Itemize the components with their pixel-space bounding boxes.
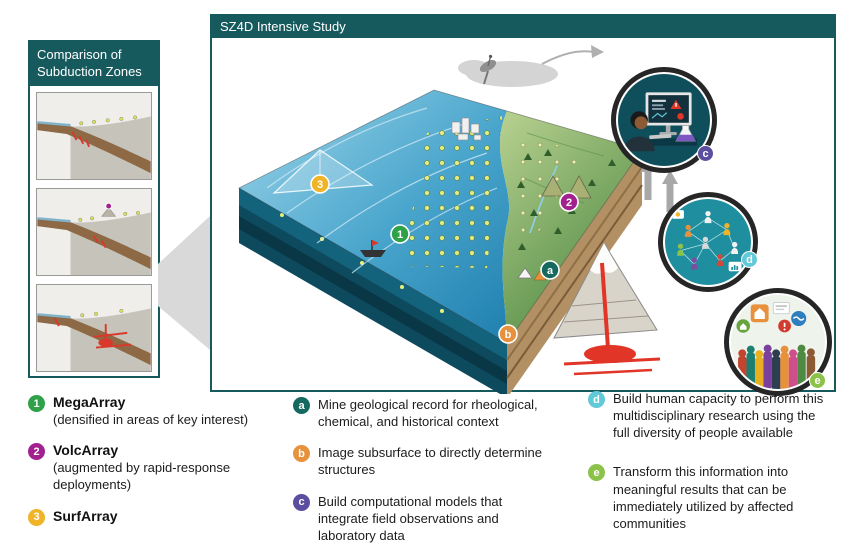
notice-card-icon bbox=[772, 302, 790, 315]
array-name: VolcArray bbox=[53, 442, 119, 459]
map-marker-surfarray: 3 bbox=[310, 174, 330, 194]
marker-b-badge: b bbox=[293, 445, 310, 463]
marker-1-badge: 1 bbox=[28, 395, 45, 412]
inset-badge-c: c bbox=[697, 145, 714, 162]
task-text: Build human capacity to perform this mul… bbox=[613, 391, 824, 441]
river bbox=[529, 165, 558, 234]
array-desc: (densified in areas of key interest) bbox=[53, 411, 249, 427]
map-marker-task-a: a bbox=[540, 260, 560, 280]
legend-item-surfarray: 3 SurfArray bbox=[28, 508, 258, 526]
shelter-badge-icon bbox=[736, 319, 750, 333]
satellite-dish-icon bbox=[458, 45, 604, 87]
ocean-surface bbox=[239, 90, 510, 343]
volcano-cones bbox=[541, 175, 592, 199]
marker-3-badge: 3 bbox=[28, 508, 45, 526]
legend-item-megaarray: 1 MegaArray (densified in areas of key i… bbox=[28, 394, 258, 428]
subduction-thumb-1 bbox=[36, 91, 152, 180]
study-panel-body: 3 1 2 a b bbox=[212, 38, 834, 396]
legend-item-volcarray: 2 VolcArray (augmented by rapid-response… bbox=[28, 442, 258, 493]
comparison-panel: Comparison of Subduction Zones bbox=[28, 40, 160, 378]
marker-2-badge: 2 bbox=[28, 443, 45, 461]
svg-text:2: 2 bbox=[566, 197, 572, 209]
legend-arrays: 1 MegaArray (densified in areas of key i… bbox=[28, 394, 258, 526]
svg-text:1: 1 bbox=[397, 229, 403, 241]
legend-item-task-a: a Mine geological record for rheological… bbox=[293, 396, 545, 430]
legend-tasks-de: d Build human capacity to perform this m… bbox=[588, 390, 826, 532]
legend-item-task-d: d Build human capacity to perform this m… bbox=[588, 390, 826, 441]
inset-badge-d: d bbox=[741, 251, 758, 268]
comparison-panel-body bbox=[30, 86, 158, 378]
ocean-crust-face bbox=[239, 188, 507, 394]
subduction-block-diagram: 3 1 2 a b bbox=[238, 45, 678, 394]
task-text: Image subsurface to directly determine s… bbox=[318, 445, 542, 478]
legend-item-task-c: c Build computational models that integr… bbox=[293, 493, 545, 544]
zoom-connector bbox=[158, 216, 210, 350]
continental-crust-face bbox=[506, 150, 643, 394]
subduction-thumb-2 bbox=[36, 187, 152, 276]
idea-bubble-icon bbox=[671, 210, 684, 219]
inset-human-capacity: d bbox=[658, 192, 758, 292]
legend-tasks-abc: a Mine geological record for rheological… bbox=[293, 396, 545, 544]
house-sign-icon bbox=[750, 304, 769, 323]
svg-text:b: b bbox=[505, 329, 512, 341]
legend-item-task-b: b Image subsurface to directly determine… bbox=[293, 444, 545, 478]
subduction-thumb-3 bbox=[36, 283, 152, 372]
flask-icon bbox=[675, 125, 696, 142]
array-desc: (augmented by rapid-response deployments… bbox=[53, 459, 231, 492]
warning-alert-icon bbox=[670, 99, 684, 120]
array-name: SurfArray bbox=[53, 507, 118, 524]
map-marker-megaarray: 1 bbox=[390, 224, 410, 244]
study-panel: SZ4D Intensive Study bbox=[210, 14, 836, 396]
ship-icon bbox=[360, 240, 386, 257]
chart-bubble-icon bbox=[728, 261, 742, 272]
inset-computational-models: c bbox=[611, 67, 717, 173]
volcano-cross-section bbox=[553, 241, 661, 376]
marker-a-badge: a bbox=[293, 397, 310, 414]
inset-community-results: e bbox=[724, 288, 832, 396]
map-marker-volcarray: 2 bbox=[559, 192, 579, 212]
wave-badge-icon bbox=[791, 310, 807, 327]
inset-badge-e: e bbox=[809, 372, 826, 389]
study-panel-title: SZ4D Intensive Study bbox=[212, 16, 834, 38]
map-marker-task-b: b bbox=[498, 324, 518, 344]
scientist-figure bbox=[623, 111, 655, 152]
svg-text:3: 3 bbox=[317, 179, 323, 191]
community-crowd-icons bbox=[738, 344, 816, 389]
legend-item-task-e: e Transform this information into meanin… bbox=[588, 463, 826, 532]
network-people-icons bbox=[677, 210, 739, 270]
marker-d-badge: d bbox=[588, 391, 605, 408]
magma-system bbox=[563, 262, 661, 376]
alert-badge-icon bbox=[778, 319, 791, 333]
task-text: Mine geological record for rheological, … bbox=[318, 397, 538, 430]
task-text: Transform this information into meaningf… bbox=[613, 464, 794, 531]
array-name: MegaArray bbox=[53, 394, 126, 410]
marker-e-badge: e bbox=[588, 464, 605, 482]
comparison-panel-title: Comparison of Subduction Zones bbox=[30, 42, 158, 86]
svg-text:a: a bbox=[547, 265, 554, 277]
marker-c-badge: c bbox=[293, 493, 310, 511]
task-text: Build computational models that integrat… bbox=[318, 493, 503, 543]
coastal-city bbox=[451, 117, 482, 141]
land-surface bbox=[451, 111, 642, 343]
